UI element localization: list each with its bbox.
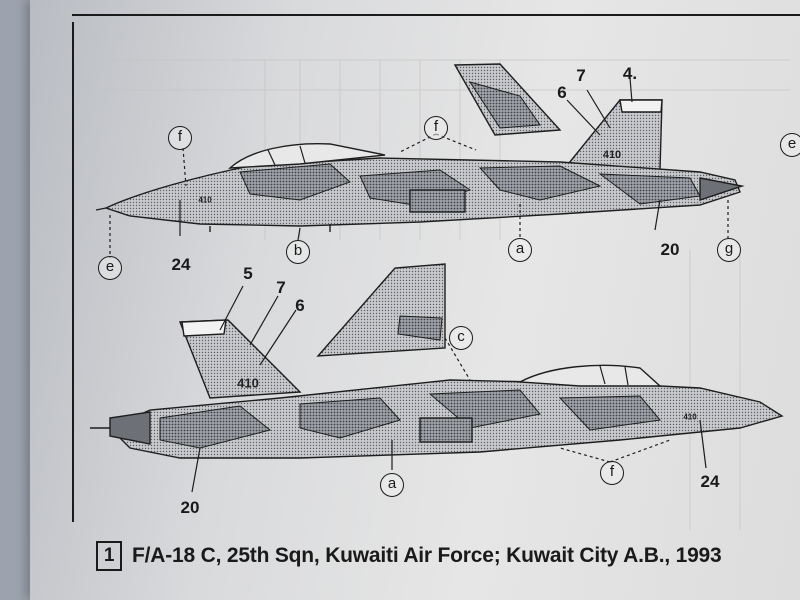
reference-letter-a: a — [508, 238, 532, 262]
frame-border-top — [72, 14, 800, 16]
tail-number-marking: 410 — [602, 149, 622, 161]
callout-number: 4. — [622, 64, 638, 83]
bottom-aircraft-profile — [90, 263, 784, 459]
reference-letter-e: e — [780, 133, 800, 157]
callout-number: 7 — [276, 278, 286, 297]
top-leader-lines — [109, 77, 729, 258]
callout-number: 6 — [295, 296, 305, 315]
nose-number-marking: 410 — [683, 412, 697, 422]
bottom-leader-lines — [191, 285, 707, 493]
callout-number: 20 — [660, 240, 680, 259]
callout-number: 7 — [576, 66, 586, 85]
profile-caption-text: F/A-18 C, 25th Sqn, Kuwaiti Air Force; K… — [132, 544, 722, 567]
nose-number-marking: 410 — [198, 195, 212, 205]
callout-number: 24 — [700, 472, 720, 491]
reference-letter-b: b — [286, 240, 310, 264]
reference-letter-g: g — [717, 238, 741, 262]
reference-letter-e: e — [98, 256, 122, 280]
tail-number-marking: 410 — [237, 375, 259, 391]
top-aircraft-profile — [95, 63, 745, 232]
callout-number: 5 — [243, 264, 253, 283]
callout-number: 20 — [180, 498, 200, 517]
reference-letter-f: f — [600, 461, 624, 485]
callout-number: 6 — [557, 83, 567, 102]
profile-number-box: 1 — [96, 541, 122, 571]
reference-letter-f: f — [168, 126, 192, 150]
frame-border-left — [72, 22, 74, 522]
reference-letter-c: c — [449, 326, 473, 350]
reference-letter-a: a — [380, 473, 404, 497]
reference-letter-f: f — [424, 116, 448, 140]
profile-caption: 1 F/A-18 C, 25th Sqn, Kuwaiti Air Force;… — [96, 540, 722, 572]
callout-number: 24 — [171, 255, 191, 274]
